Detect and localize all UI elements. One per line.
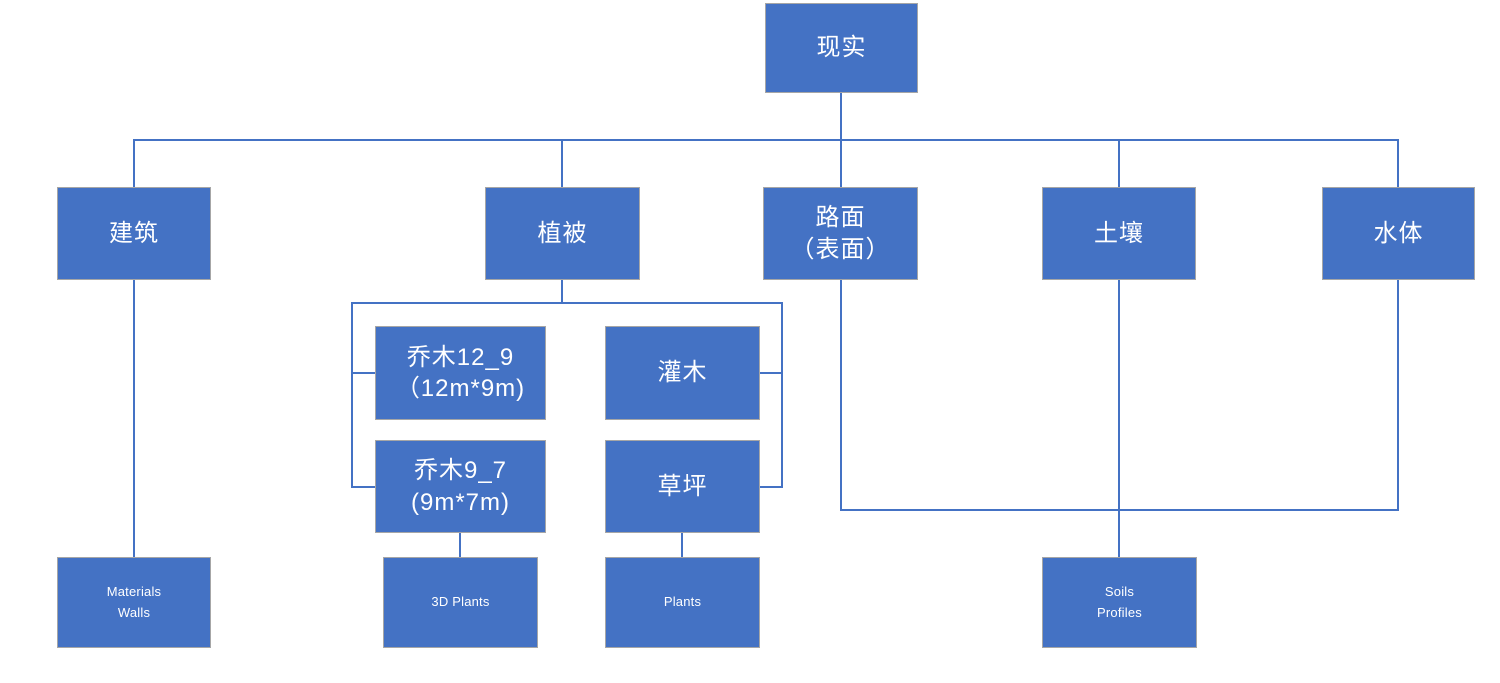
connector-line [351, 372, 377, 374]
node-plants-label: Plants [663, 594, 702, 610]
node-lawn-label: 草坪 [657, 472, 708, 500]
connector-line [459, 533, 461, 557]
node-materials-walls: Materials Walls [57, 557, 211, 648]
node-tree-12-9: 乔木12_9 （12m*9m) [375, 326, 546, 420]
node-3d-plants-label: 3D Plants [431, 594, 490, 610]
node-tree-9-7: 乔木9_7 (9m*7m) [375, 440, 546, 533]
node-road-surface: 路面 （表面） [763, 187, 918, 280]
connector-line [758, 372, 783, 374]
node-reality-label: 现实 [816, 34, 867, 62]
connector-line [133, 139, 135, 187]
connector-line [133, 280, 135, 557]
node-3d-plants: 3D Plants [383, 557, 538, 648]
node-shrub-label: 灌木 [657, 359, 708, 387]
node-building-label: 建筑 [109, 219, 159, 247]
connector-line [1397, 280, 1399, 511]
node-materials-walls-label: Materials Walls [106, 584, 162, 620]
connector-line [351, 302, 783, 304]
connector-line [840, 139, 842, 187]
connector-line [681, 533, 683, 557]
connector-line [351, 302, 353, 488]
connector-line [1118, 139, 1120, 187]
connector-line [758, 486, 783, 488]
connector-line [561, 139, 563, 187]
node-building: 建筑 [57, 187, 211, 280]
connector-line [840, 280, 842, 511]
node-vegetation: 植被 [485, 187, 640, 280]
connector-line [840, 509, 1399, 511]
node-water-label: 水体 [1373, 219, 1424, 247]
node-water: 水体 [1322, 187, 1475, 280]
node-reality: 现实 [765, 3, 918, 93]
node-shrub: 灌木 [605, 326, 760, 420]
node-soil: 土壤 [1042, 187, 1196, 280]
node-road-surface-label: 路面 （表面） [790, 204, 891, 263]
node-vegetation-label: 植被 [537, 219, 588, 247]
node-soils-profiles: Soils Profiles [1042, 557, 1197, 648]
connector-line [351, 486, 377, 488]
connector-line [1118, 280, 1120, 557]
connector-line [840, 93, 842, 141]
node-tree-9-7-label: 乔木9_7 (9m*7m) [410, 457, 510, 516]
node-soils-profiles-label: Soils Profiles [1097, 584, 1142, 620]
connector-line [1397, 139, 1399, 187]
node-soil-label: 土壤 [1094, 219, 1144, 247]
node-lawn: 草坪 [605, 440, 760, 533]
node-tree-12-9-label: 乔木12_9 （12m*9m) [395, 343, 526, 402]
connector-line [561, 280, 563, 304]
connector-line [133, 139, 1399, 141]
node-plants: Plants [605, 557, 760, 648]
connector-line [781, 302, 783, 488]
